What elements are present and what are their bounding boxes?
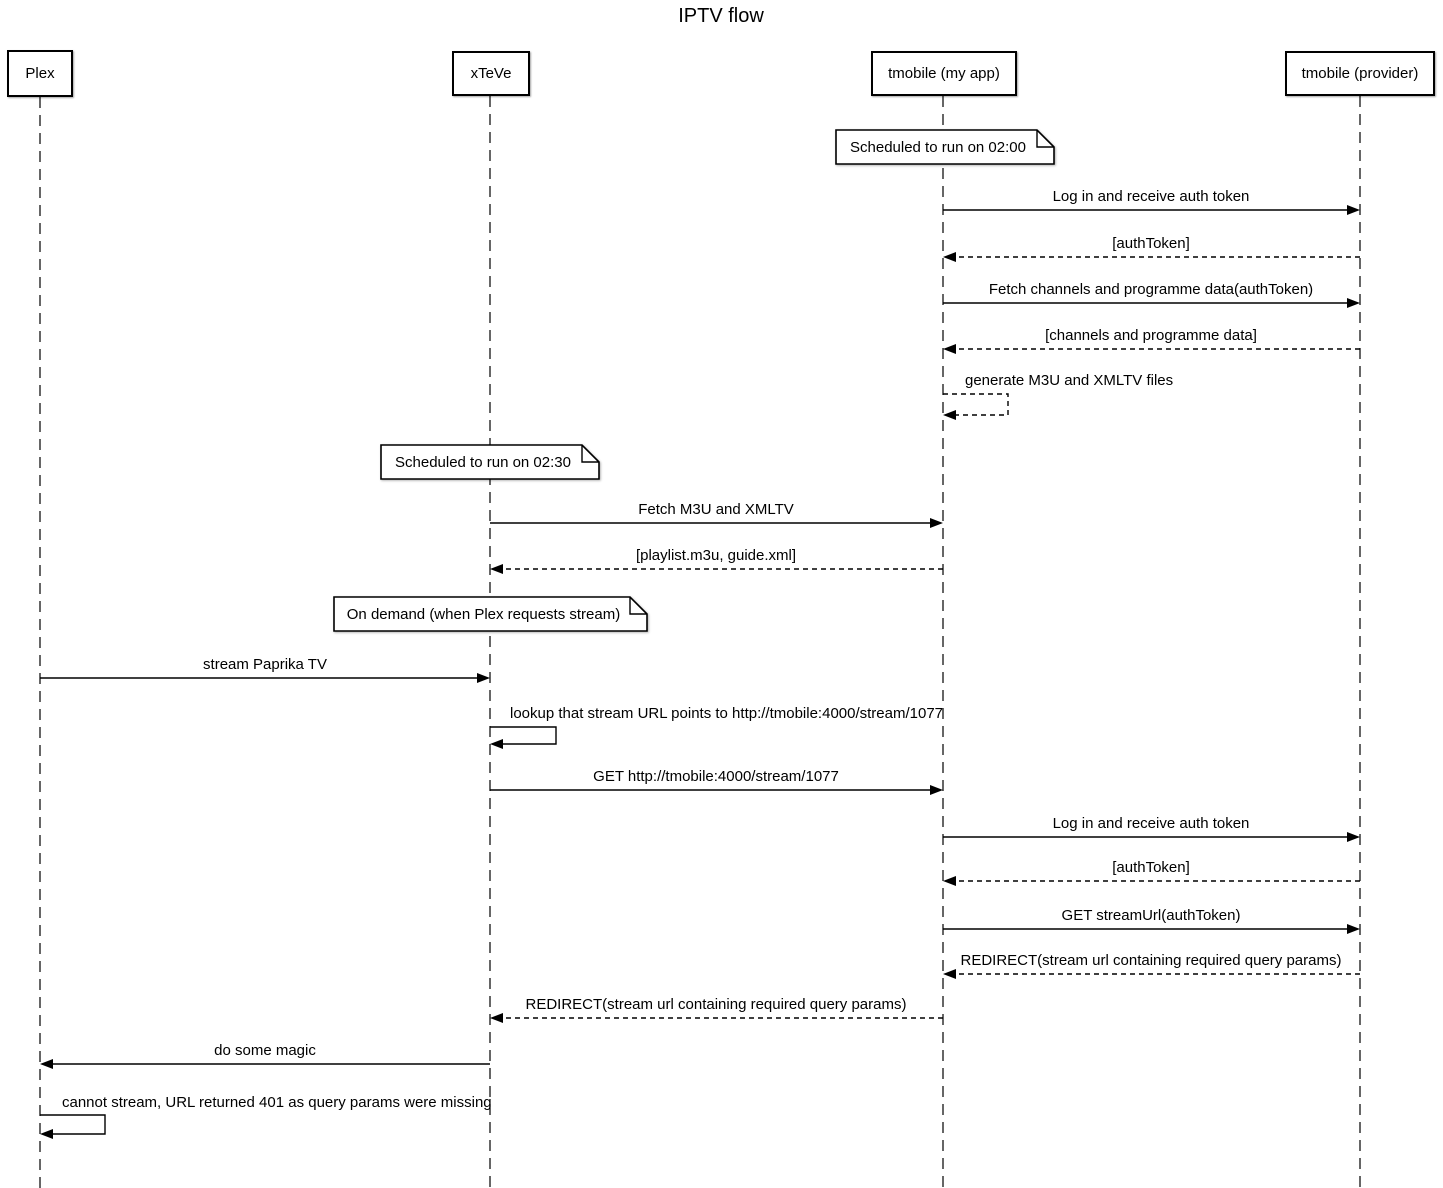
message-arrow-8-self	[490, 726, 557, 749]
message-arrow-2	[943, 298, 1360, 308]
message-label-14: REDIRECT(stream url containing required …	[525, 996, 907, 1013]
message-label-5: Fetch M3U and XMLTV	[638, 501, 794, 518]
actor-box-myapp: tmobile (my app)	[871, 51, 1017, 96]
message-arrow-12	[943, 924, 1360, 934]
message-arrow-6	[490, 564, 943, 574]
message-label-9: GET http://tmobile:4000/stream/1077	[593, 768, 839, 785]
note-fold-icon	[1036, 130, 1054, 148]
message-arrow-5	[490, 518, 943, 528]
message-arrow-11	[943, 876, 1360, 886]
message-label-6: [playlist.m3u, guide.xml]	[635, 547, 797, 564]
note-text: Scheduled to run on 02:30	[395, 453, 571, 471]
message-label-11: [authToken]	[1112, 859, 1190, 876]
actor-box-xteve: xTeVe	[452, 51, 530, 96]
message-arrow-1	[943, 252, 1360, 262]
note-fold-icon	[581, 445, 599, 463]
message-arrow-14	[490, 1013, 943, 1023]
actor-label-provider: tmobile (provider)	[1301, 65, 1419, 82]
actor-box-provider: tmobile (provider)	[1285, 51, 1435, 96]
note-fold-icon	[629, 597, 647, 615]
actor-box-plex: Plex	[7, 50, 73, 97]
message-arrow-10	[943, 832, 1360, 842]
note-text: Scheduled to run on 02:00	[850, 138, 1026, 156]
note-scheduled-0230: Scheduled to run on 02:30	[380, 444, 600, 480]
message-arrow-7	[40, 673, 490, 683]
message-label-13: REDIRECT(stream url containing required …	[960, 952, 1342, 969]
message-arrow-15	[40, 1059, 490, 1069]
note-shape	[333, 596, 648, 632]
message-arrow-0	[943, 205, 1360, 215]
message-arrow-16-self	[40, 1114, 106, 1139]
actor-label-xteve: xTeVe	[470, 65, 512, 82]
message-label-7: stream Paprika TV	[203, 656, 327, 673]
note-on-demand: On demand (when Plex requests stream)	[333, 596, 648, 632]
message-label-10: Log in and receive auth token	[1052, 815, 1250, 832]
message-label-2: Fetch channels and programme data(authTo…	[988, 281, 1314, 298]
message-label-3: [channels and programme data]	[1045, 327, 1257, 344]
actor-label-myapp: tmobile (my app)	[888, 65, 1000, 82]
message-label-1: [authToken]	[1112, 235, 1190, 252]
message-arrow-9	[490, 785, 943, 795]
message-label-4: generate M3U and XMLTV files	[965, 372, 1174, 389]
diagram-title: IPTV flow	[678, 5, 764, 27]
message-label-8: lookup that stream URL points to http://…	[510, 705, 944, 722]
note-scheduled-0200: Scheduled to run on 02:00	[835, 129, 1055, 165]
note-text: On demand (when Plex requests stream)	[346, 605, 621, 623]
message-label-15: do some magic	[214, 1042, 316, 1059]
note-shape	[835, 129, 1055, 165]
actor-label-plex: Plex	[25, 65, 55, 82]
note-shape	[380, 444, 600, 480]
message-arrow-3	[943, 344, 1360, 354]
message-label-0: Log in and receive auth token	[1052, 188, 1250, 205]
message-label-16: cannot stream, URL returned 401 as query…	[62, 1094, 492, 1111]
message-arrow-4-self	[943, 393, 1009, 420]
message-label-12: GET streamUrl(authToken)	[1061, 907, 1241, 924]
message-arrow-13	[943, 969, 1360, 979]
